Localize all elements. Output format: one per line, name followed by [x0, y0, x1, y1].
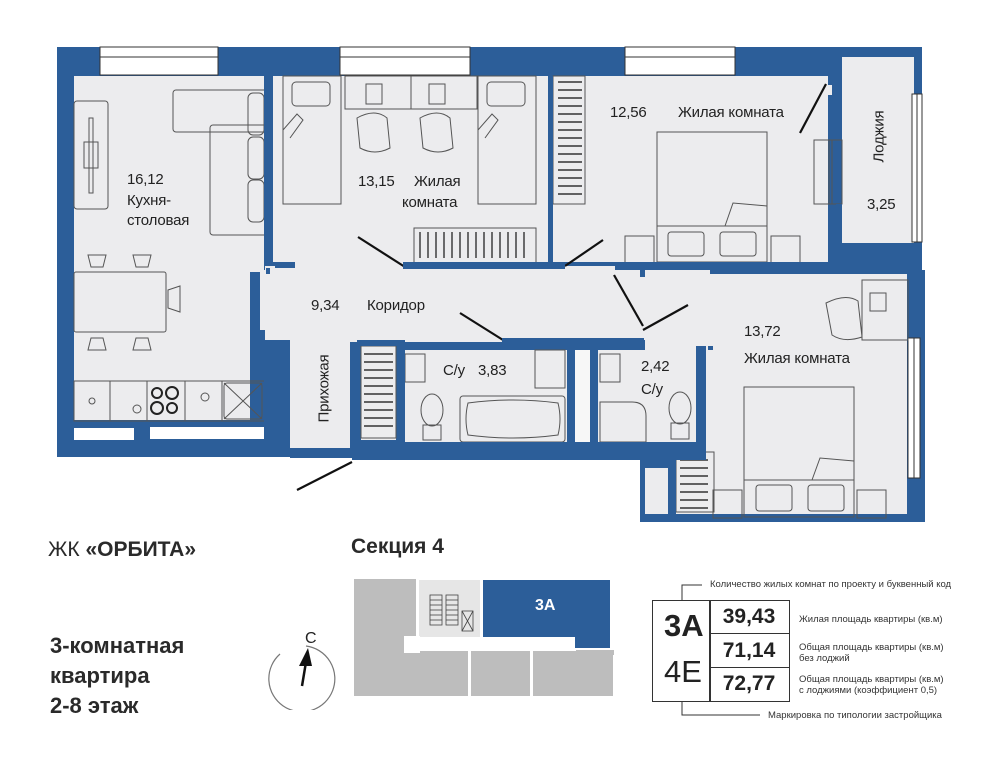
legend-code-box: [652, 600, 711, 702]
legend-total-area: 71,14: [722, 639, 776, 662]
apartment-rooms: 3-комнатная: [50, 633, 185, 658]
bedroom1-area: 13,15: [358, 173, 395, 190]
legend-loggia-note-2: с лоджиями (коэффициент 0,5): [799, 685, 938, 696]
legend-code-bottom: 4Е: [664, 654, 702, 689]
kitchen-name-1: Кухня-: [127, 192, 171, 209]
interior-walls: [264, 76, 922, 518]
section-map: [354, 579, 614, 696]
legend-living-note: Жилая площадь квартиры (кв.м): [799, 614, 943, 625]
floor-plan: [57, 46, 925, 522]
kitchen-area: 16,12: [127, 171, 164, 188]
legend-values-box: [709, 600, 790, 702]
corridor-area: 9,34: [311, 297, 340, 314]
bathroom2-name: С/у: [641, 381, 663, 398]
apartment-type: квартира: [50, 663, 150, 688]
complex-name: ЖК «ОРБИТА»: [48, 538, 196, 562]
legend-total-note-2: без лоджий: [799, 653, 850, 664]
north-arrow-icon: [268, 645, 336, 710]
bedroom2-name: Жилая комната: [678, 104, 784, 121]
bathroom1-area: 3,83: [478, 362, 507, 379]
legend-total-note-1: Общая площадь квартиры (кв.м): [799, 642, 944, 653]
floors: [74, 57, 914, 514]
compass-label: С: [305, 630, 317, 647]
bathroom1-name: С/у: [443, 362, 465, 379]
unit-highlight: [483, 580, 610, 648]
complex-title: «ОРБИТА»: [85, 538, 197, 561]
legend-living-area: 39,43: [722, 605, 776, 628]
apartment-title: 3-комнатная квартира 2-8 этаж: [50, 631, 184, 721]
windows: [99, 46, 923, 479]
loggia-name: Лоджия: [870, 110, 888, 163]
legend-code-top: 3А: [664, 608, 704, 643]
apartment-floors: 2-8 этаж: [50, 693, 139, 718]
legend-bottom-note: Маркировка по типологии застройщика: [768, 710, 942, 721]
wardrobe-hangers: [364, 81, 708, 509]
loggia-area: 3,25: [867, 196, 896, 213]
bathroom2-area: 2,42: [641, 358, 670, 375]
bedroom1-name-2: комната: [402, 194, 458, 211]
bedroom3-area: 13,72: [744, 323, 781, 340]
area-legend: Количество жилых комнат по проекту и бук…: [640, 570, 983, 730]
section-unit-label: 3А: [535, 597, 556, 614]
bedroom2-area: 12,56: [610, 104, 647, 121]
kitchen-name-2: столовая: [127, 212, 190, 229]
corridor-name: Коридор: [367, 297, 425, 314]
bedroom1-name-1: Жилая: [414, 173, 461, 190]
legend-total-area-loggia: 72,77: [722, 672, 776, 695]
bedroom3-name: Жилая комната: [744, 350, 850, 367]
section-title: Секция 4: [351, 535, 444, 558]
legend-top-note: Количество жилых комнат по проекту и бук…: [710, 579, 952, 590]
complex-prefix: ЖК: [48, 538, 80, 561]
door-swings: [296, 83, 827, 491]
legend-loggia-note-1: Общая площадь квартиры (кв.м): [799, 674, 944, 685]
hallway-name: Прихожая: [315, 354, 333, 423]
legend-brackets: [681, 584, 760, 716]
